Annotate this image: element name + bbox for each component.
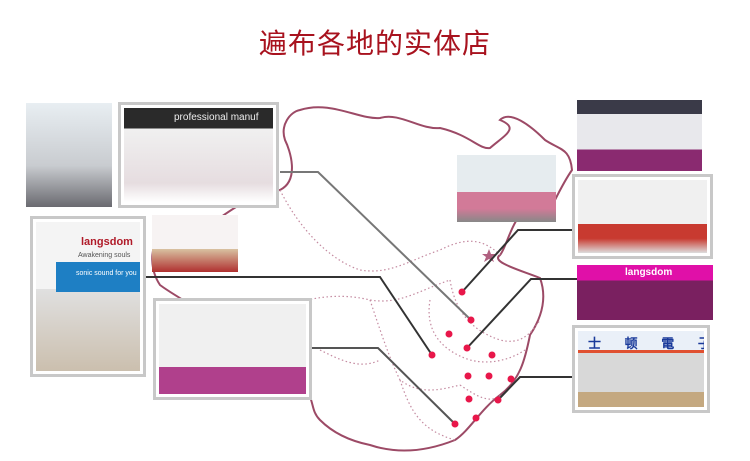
store-dot bbox=[488, 351, 496, 359]
store-dot bbox=[428, 351, 436, 359]
store-dot bbox=[507, 375, 515, 383]
slogan: Awakening souls bbox=[78, 252, 131, 259]
store-photo-2: professional manuf bbox=[118, 102, 279, 208]
store-dot bbox=[464, 372, 472, 380]
store-dot bbox=[472, 414, 480, 422]
brand-logo: langsdom bbox=[81, 236, 133, 248]
store-dot bbox=[465, 395, 473, 403]
store-dot bbox=[451, 420, 459, 428]
connector-lines bbox=[146, 171, 577, 425]
store-dot bbox=[494, 396, 502, 404]
store-photo-1 bbox=[26, 103, 112, 207]
store-dot bbox=[445, 330, 453, 338]
store-dot bbox=[485, 372, 493, 380]
store-photo-9: langsdom bbox=[577, 265, 713, 320]
store-photo-3: langsdom Awakening souls sonic sound for… bbox=[30, 216, 146, 377]
store-dot bbox=[458, 288, 466, 296]
store-photo-4 bbox=[152, 215, 238, 272]
store-sign: langsdom bbox=[625, 267, 673, 278]
store-photo-5 bbox=[153, 298, 312, 400]
banner-text: sonic sound for you bbox=[76, 270, 137, 277]
store-dot bbox=[463, 344, 471, 352]
store-photo-6 bbox=[457, 155, 556, 222]
page-title: 遍布各地的实体店 bbox=[258, 27, 491, 60]
store-photo-7 bbox=[577, 100, 702, 171]
store-sign: 士 顿 電 子 bbox=[588, 336, 704, 351]
store-photo-10: 士 顿 電 子 bbox=[572, 325, 710, 413]
booth-sign: professional manuf bbox=[174, 112, 259, 123]
store-dot bbox=[467, 316, 475, 324]
store-photo-8 bbox=[572, 174, 713, 259]
store-dots bbox=[428, 288, 515, 428]
